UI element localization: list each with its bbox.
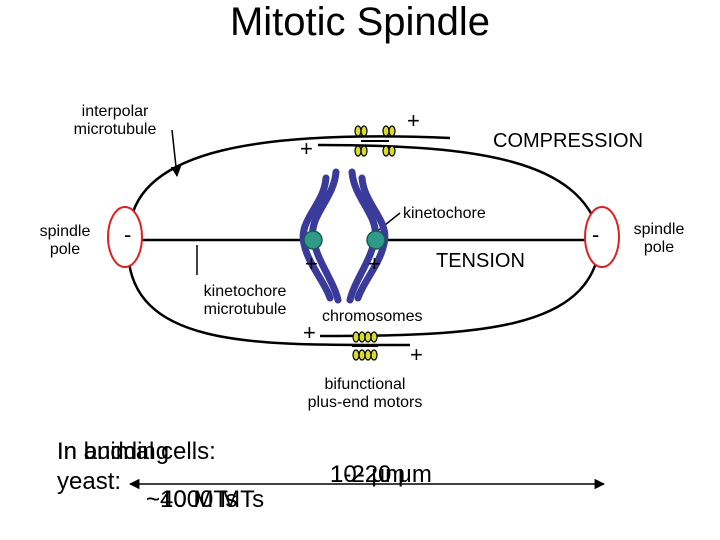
mt-count-b: ~1000 MTs <box>146 486 265 513</box>
kinetochore-pointer <box>374 212 401 234</box>
plus-sign-kinetochore-left: + <box>305 251 318 276</box>
bifunctional-motors-label: bifunctional plus-end motors <box>307 376 423 412</box>
kinetochore-right <box>366 230 386 250</box>
tension-label: TENSION <box>436 250 525 272</box>
interpolar-microtubule-upper-left <box>128 135 451 226</box>
yeast-heading: yeast: <box>57 468 122 495</box>
page-title: Mitotic Spindle <box>229 0 491 44</box>
spindle-pole-right <box>584 206 620 268</box>
plus-sign-upper-left: + <box>300 136 313 161</box>
kinetochore-left <box>303 230 323 250</box>
spindle-pole-left <box>107 206 143 268</box>
plus-sign-upper-right: + <box>407 108 420 133</box>
spindle-pole-left-label: spindle pole <box>39 223 91 259</box>
length-a: 10-20 μm <box>330 461 432 488</box>
compression-label: COMPRESSION <box>493 130 644 152</box>
budding-yeast-heading: In budding <box>57 438 170 465</box>
motor-lower <box>352 331 378 361</box>
interpolar-pointer <box>170 129 182 178</box>
minus-sign-left-pole: - <box>124 222 132 247</box>
chromosomes-label: chromosomes <box>322 308 423 325</box>
kinetochore-label: kinetochore <box>403 205 486 222</box>
spindle-pole-right-label: spindle pole <box>633 221 685 257</box>
mt-count-a: ~40 MTs <box>146 486 238 513</box>
plus-sign-kinetochore-right: + <box>368 251 381 276</box>
interpolar-microtubule-lower-left <box>126 249 411 347</box>
interpolar-microtubule-label: interpolar microtubule <box>73 103 157 139</box>
kinetochore-microtubule-label: kinetochore microtubule <box>203 283 287 319</box>
length-b: 1-2 μm <box>330 461 406 488</box>
animal-cells-heading: In animal cells: <box>57 438 216 465</box>
plus-sign-lower-left: + <box>303 320 316 345</box>
plus-sign-lower-right: + <box>410 342 423 367</box>
minus-sign-right-pole: - <box>592 222 600 247</box>
interpolar-microtubule-lower-right <box>319 244 602 338</box>
motor-upper <box>354 125 396 157</box>
interpolar-microtubule-upper-right <box>317 143 602 236</box>
